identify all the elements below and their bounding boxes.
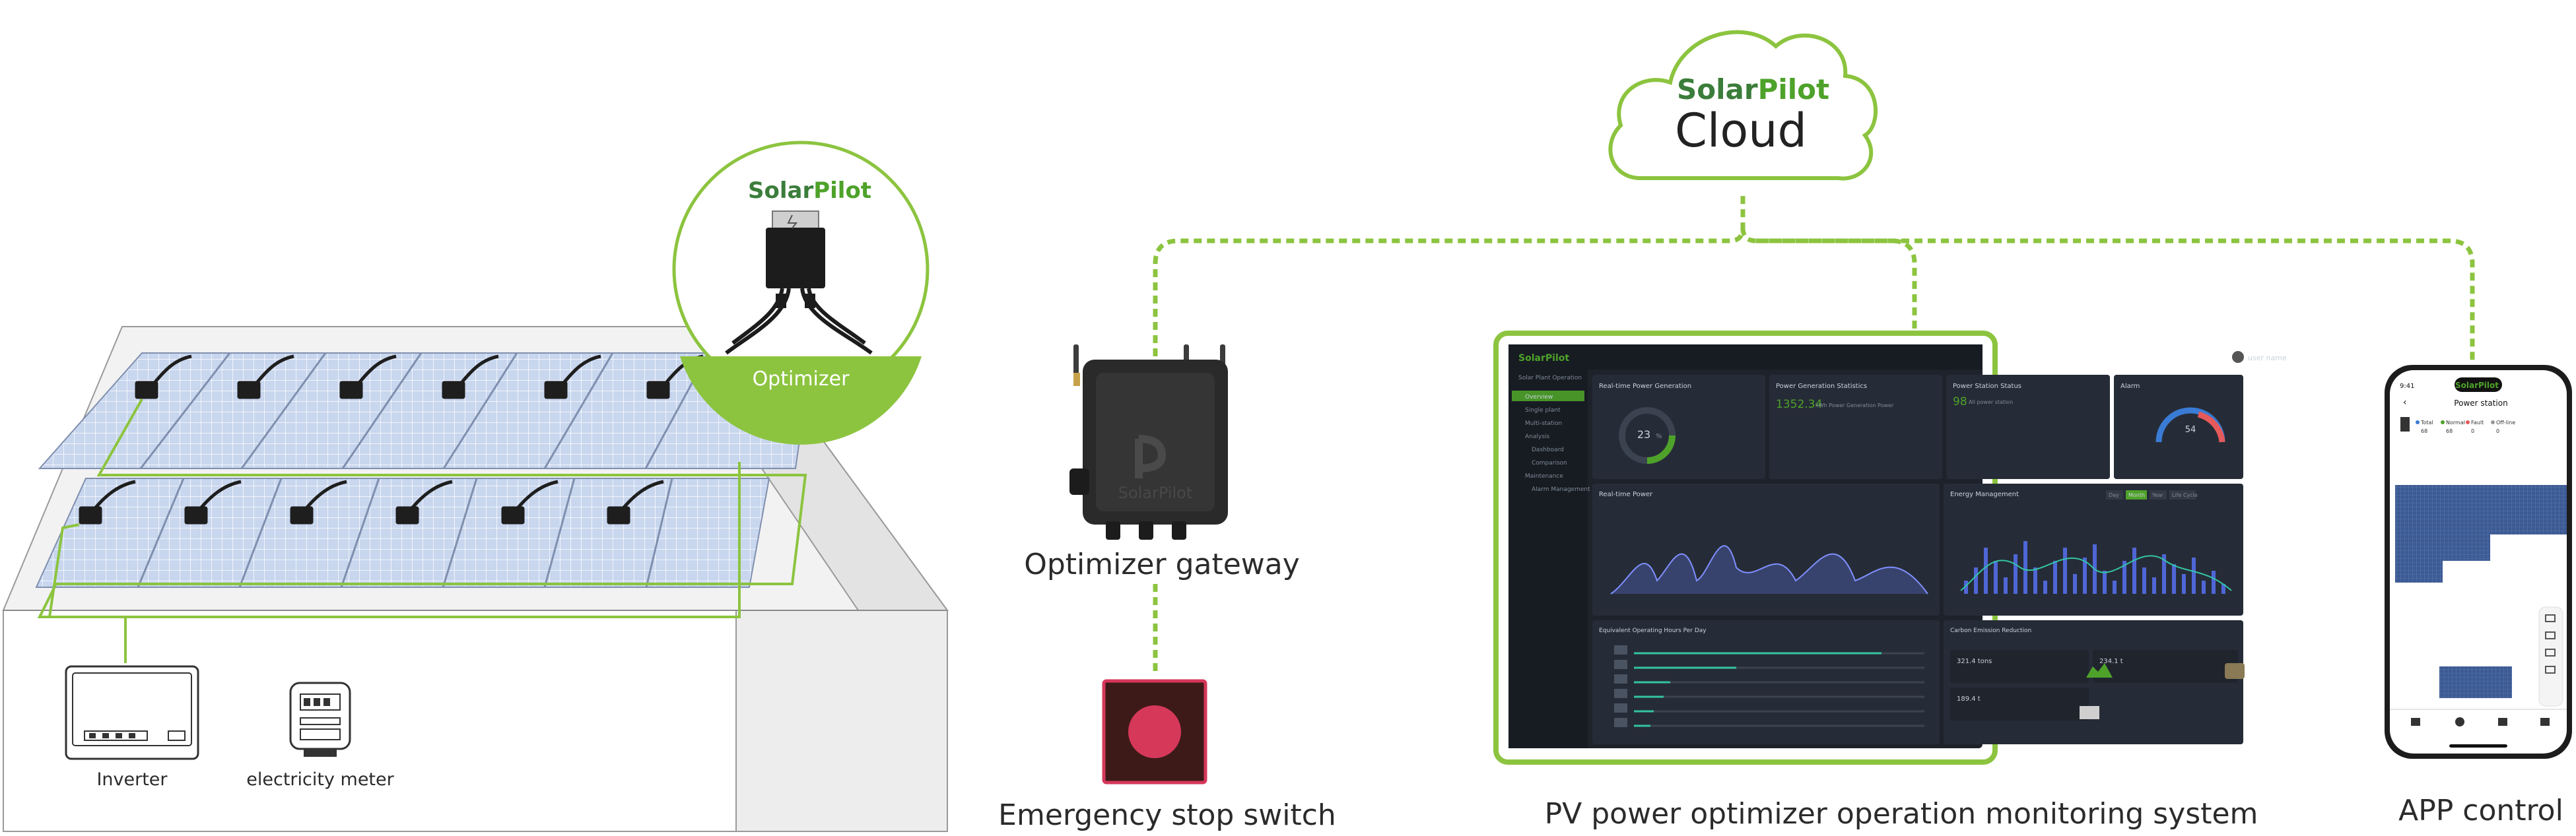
gauge-value: 23 [1637, 428, 1650, 441]
card-title: Carbon Emission Reduction [1950, 627, 2031, 634]
phone-time: 9:41 [2400, 383, 2414, 390]
alarm-value: 54 [2185, 425, 2196, 435]
sidebar-item[interactable]: Multi-station [1525, 420, 1562, 427]
phone-tab-home-icon[interactable] [2411, 718, 2420, 726]
phone-legend-item: Total [2420, 420, 2433, 426]
sidebar-item[interactable]: Solar Plant Operation [1518, 375, 1582, 381]
meter-label: electricity meter [246, 769, 394, 790]
phone-tab-tools-icon[interactable] [2498, 718, 2507, 726]
energy-tab[interactable]: Month [2128, 492, 2145, 498]
sidebar-item[interactable]: Dashboard [1532, 447, 1564, 453]
optimizer-callout: Optimizer SolarPilot [672, 141, 930, 445]
station-count-label: All power station [1969, 399, 2013, 405]
emergency-stop-switch [1102, 679, 1207, 785]
card-title: Energy Management [1950, 491, 2019, 498]
phone-legend-value: 68 [2421, 428, 2427, 434]
phone-legend-value: 0 [2496, 428, 2499, 434]
gateway-logo-mark: SolarPilot [1118, 484, 1193, 502]
carbon-value: 189.4 t [1957, 695, 1981, 703]
dashboard-user: user name [2248, 354, 2287, 362]
phone-legend-item: Normal [2446, 420, 2465, 426]
sidebar-item[interactable]: Overview [1525, 394, 1553, 401]
optimizer-brand-logo: SolarPilot [748, 177, 871, 204]
sidebar-item[interactable]: Analysis [1525, 434, 1549, 440]
card-title: Power Generation Statistics [1776, 383, 1867, 390]
phone-tab-monitor-icon[interactable] [2455, 717, 2464, 726]
electricity-meter [289, 682, 351, 757]
card-title: Real-time Power [1599, 491, 1653, 498]
carbon-value: 234.1 t [2099, 658, 2123, 665]
pv-array-row-1 [38, 352, 813, 469]
phone-brand-logo: SolarPilot [2455, 381, 2499, 390]
optimizer-gateway-device: SolarPilot [1069, 344, 1228, 540]
card-title: Alarm [2120, 383, 2140, 390]
phone-legend-value: 68 [2446, 428, 2453, 434]
cloud-label: Cloud [1675, 104, 1807, 158]
sidebar-item[interactable]: Comparison [1532, 460, 1567, 466]
carbon-value: 321.4 tons [1957, 658, 1992, 665]
network-links [1153, 191, 2475, 674]
energy-tab[interactable]: Year [2152, 492, 2164, 498]
card-title: Real-time Power Generation [1599, 383, 1691, 390]
gauge-unit: % [1656, 433, 1662, 440]
energy-tab[interactable]: Life Cycle [2172, 492, 2198, 498]
phone-title: Power station [2454, 399, 2507, 408]
cloud-brand-logo: SolarPilot [1677, 73, 1829, 106]
cloud: SolarPilot Cloud [1608, 30, 1878, 181]
estop-label: Emergency stop switch [998, 798, 1336, 832]
phone-legend-value: 0 [2471, 428, 2474, 434]
optimizer-units [79, 354, 704, 525]
gateway-label: Optimizer gateway [1024, 548, 1300, 581]
inverter [65, 665, 199, 760]
energy-tab[interactable]: Day [2109, 492, 2119, 498]
pv-array-row-2 [35, 478, 770, 588]
phone-legend-item: Fault [2471, 420, 2484, 426]
dashboard-logo: SolarPilot [1518, 353, 1569, 364]
app-label: APP control [2398, 794, 2563, 827]
mobile-app-phone: SolarPilot 9:41 ‹ Power station Total No… [2385, 365, 2572, 759]
phone-back-icon[interactable]: ‹ [2403, 397, 2407, 408]
optimizer-badge: Optimizer [753, 368, 850, 391]
inverter-label: Inverter [96, 769, 168, 790]
monitoring-dashboard: SolarPilot user name Solar Plant Operati… [1493, 331, 2287, 765]
phone-legend-item: Off-line [2496, 420, 2515, 426]
card-title: Equivalent Operating Hours Per Day [1599, 627, 1707, 634]
power-unit: kWh Power Generation Power [1815, 402, 1894, 408]
sidebar-item[interactable]: Maintenance [1525, 473, 1563, 480]
string-wiring [37, 399, 807, 663]
phone-tab-settings-icon[interactable] [2540, 718, 2550, 726]
power-value: 1352.34 [1776, 398, 1822, 411]
monitoring-label: PV power optimizer operation monitoring … [1545, 797, 2258, 831]
station-count: 98 [1953, 395, 1967, 408]
sidebar-item[interactable]: Single plant [1525, 407, 1561, 414]
card-title: Power Station Status [1953, 383, 2021, 390]
sidebar-item[interactable]: Alarm Management [1532, 486, 1590, 493]
